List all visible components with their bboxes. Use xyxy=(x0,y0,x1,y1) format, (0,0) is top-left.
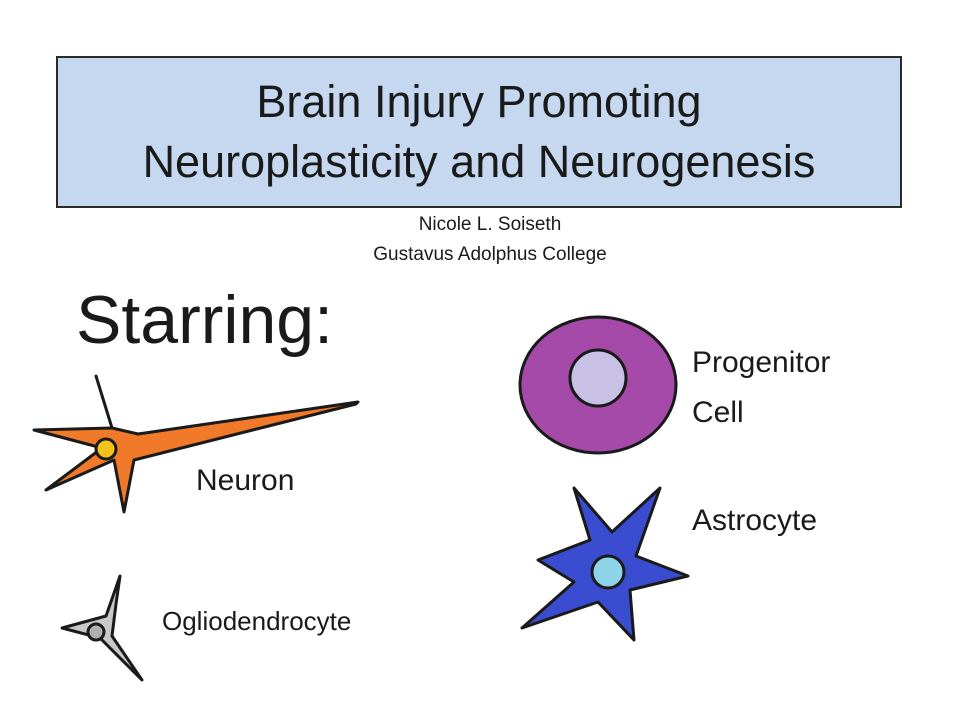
institution-name: Gustavus Adolphus College xyxy=(373,244,607,265)
progenitor-label-line-1: Progenitor xyxy=(692,346,831,379)
author-name: Nicole L. Soiseth xyxy=(418,214,562,235)
title-line-2: Neuroplasticity and Neurogenesis xyxy=(142,136,816,187)
progenitor-cell-icon xyxy=(518,315,678,455)
astrocyte-label: Astrocyte xyxy=(692,504,818,537)
title-line-1: Brain Injury Promoting xyxy=(256,76,702,127)
oligodendrocyte-icon xyxy=(60,574,144,682)
astrocyte-icon xyxy=(520,486,690,642)
progenitor-label-line-2: Cell xyxy=(692,396,744,429)
title-box: Brain Injury Promoting Neuroplasticity a… xyxy=(56,56,902,208)
neuron-label: Neuron xyxy=(196,464,295,497)
oligodendrocyte-label: Ogliodendrocyte xyxy=(162,606,352,636)
starring-heading: Starring: xyxy=(76,282,333,358)
